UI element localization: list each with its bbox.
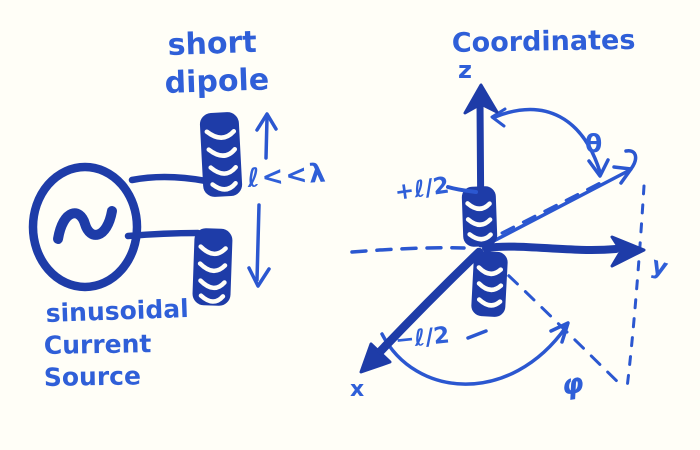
feed-wire-bottom [124,229,202,240]
length-condition-label: ℓ<<λ [245,158,328,194]
right-title: Coordinates [452,25,636,59]
caption-line2: Current [44,329,152,360]
plus-half-length-tick [446,185,478,194]
plus-half-length-label: +ℓ/2 [393,173,451,206]
phi-label: φ [559,366,585,402]
origin-upper-dipole [461,186,498,247]
upper-dipole-element [199,112,243,197]
ac-source-circle [28,162,142,292]
radial-dashed-guide [500,177,610,235]
radial-line [482,149,638,248]
lower-dipole-element [192,228,233,306]
sine-wave-icon [53,206,117,244]
minus-half-length-label: −ℓ/2 [394,322,451,354]
projection-dashed-line [490,258,626,390]
vertical-dashed-line [625,184,646,390]
x-axis [359,247,484,374]
z-axis-label: z [458,56,472,84]
caption-line1: sinusoidal [45,294,189,328]
y-axis [482,235,646,268]
x-axis-label: x [350,377,364,402]
length-arrow-down [247,203,271,288]
negative-y-dashed-line [350,245,466,254]
phi-arc [380,321,570,386]
theta-label: θ [585,129,602,158]
y-axis-label: y [648,251,671,282]
left-title-line2: dipole [164,62,270,101]
minus-half-length-tick [466,329,488,340]
caption-line3: Source [44,361,142,392]
origin-lower-dipole [471,251,508,317]
feed-wire-top [128,173,210,185]
theta-arc [490,107,610,178]
left-title-line1: short [167,25,257,63]
length-arrow-up [255,112,278,160]
